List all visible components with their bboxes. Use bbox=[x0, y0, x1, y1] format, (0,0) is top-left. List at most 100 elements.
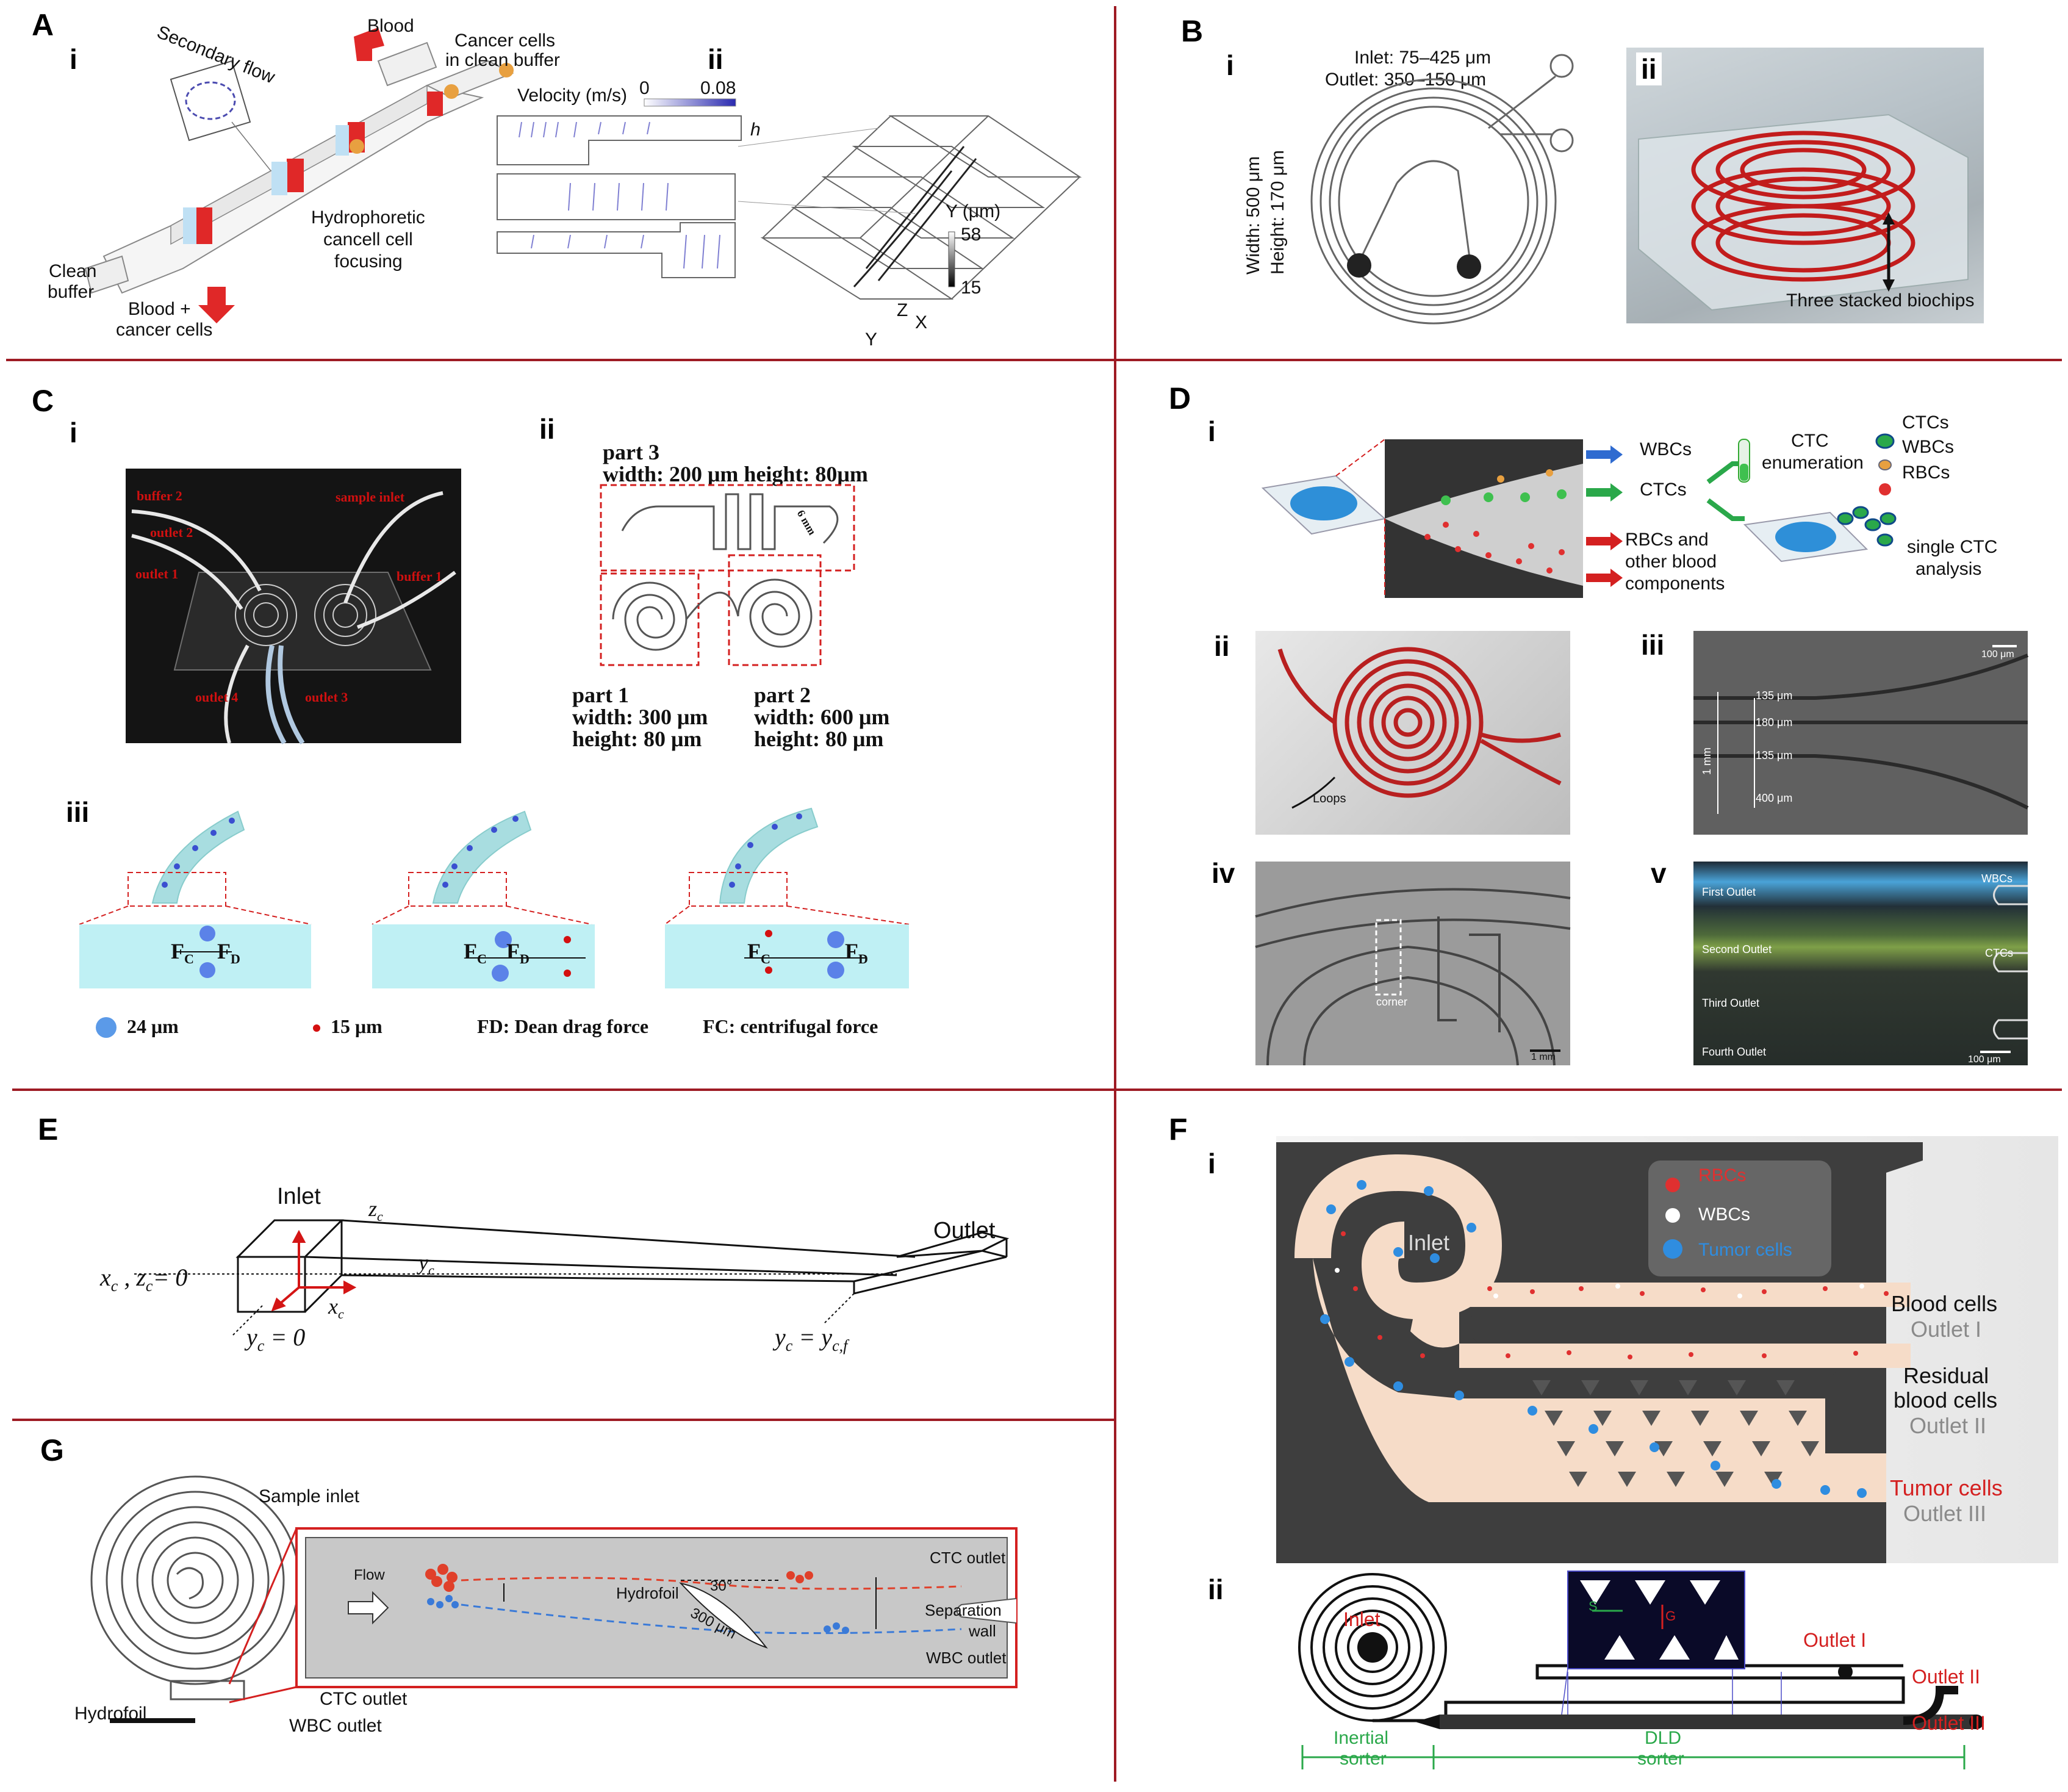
e-channel-diagram bbox=[134, 1219, 1010, 1337]
g-hydrofoil: Hydrofoil bbox=[74, 1704, 147, 1724]
a-velocity-max: 0.08 bbox=[700, 78, 736, 98]
f-residual-2: blood cells bbox=[1894, 1387, 1998, 1412]
c-legend-24um: 24 μm bbox=[127, 1015, 179, 1037]
f-tumor-cells: Tumor cells bbox=[1890, 1475, 2003, 1500]
horizontal-divider-2 bbox=[12, 1089, 2062, 1091]
c-parts-layout bbox=[600, 484, 855, 666]
d-iii-1mm: 1 mm bbox=[1701, 747, 1713, 775]
horizontal-divider-3 bbox=[12, 1419, 1114, 1421]
panel-b-i-label: i bbox=[1226, 49, 1234, 81]
d-ctc-enum-2: enumeration bbox=[1762, 453, 1864, 473]
a-hydro-2: cancell cell bbox=[323, 229, 413, 250]
g-wbc-outlet-in: WBC outlet bbox=[926, 1649, 1007, 1667]
c-legend-15um: 15 μm bbox=[331, 1015, 382, 1037]
d-iii-scale: 100 μm bbox=[1981, 649, 2014, 660]
d-iii-135a: 135 μm bbox=[1756, 689, 1793, 702]
e-yc: yc bbox=[418, 1250, 434, 1278]
panel-c-i-label: i bbox=[70, 417, 77, 448]
panel-f-label: F bbox=[1169, 1112, 1188, 1146]
panel-d-ii-label: ii bbox=[1214, 630, 1230, 662]
c-photo-label-2: outlet 2 bbox=[150, 525, 193, 540]
e-zc: zc bbox=[368, 1196, 383, 1225]
d-v-fourth: Fourth Outlet bbox=[1702, 1046, 1767, 1058]
panel-d-i-label: i bbox=[1208, 416, 1216, 447]
f-ii-o1: Outlet I bbox=[1803, 1629, 1867, 1651]
b-height: Height: 170 μm bbox=[1268, 149, 1288, 275]
f-ii-inertial-2: sorter bbox=[1340, 1749, 1387, 1769]
a-clean-2: buffer bbox=[48, 282, 95, 302]
b-inlet: Inlet: 75–425 μm bbox=[1354, 48, 1492, 68]
f-inlet: Inlet bbox=[1408, 1230, 1450, 1255]
d-v-scale: 100 μm bbox=[1968, 1054, 2001, 1065]
c-part2-w: width: 600 μm bbox=[754, 705, 890, 729]
panel-b-label: B bbox=[1181, 14, 1204, 48]
g-flow: Flow bbox=[354, 1567, 385, 1583]
c-part3-dim: width: 200 μm height: 80μm bbox=[603, 462, 868, 486]
d-leg-wbcs: WBCs bbox=[1902, 437, 1954, 457]
panel-a-channel-diagram bbox=[84, 27, 514, 323]
f-outlet3: Outlet III bbox=[1903, 1501, 1987, 1526]
c-iii-fc-2: FC bbox=[464, 939, 487, 967]
b-stacked: Three stacked biochips bbox=[1786, 290, 1975, 311]
g-sample-inlet: Sample inlet bbox=[259, 1486, 360, 1506]
f-ii-dld-1: DLD bbox=[1645, 1728, 1682, 1748]
c-device-render bbox=[131, 491, 456, 745]
c-photo-label-1: sample inlet bbox=[336, 489, 405, 505]
f-ii-inlet: Inlet bbox=[1343, 1608, 1380, 1630]
c-legend-fc: FC: centrifugal force bbox=[703, 1015, 878, 1037]
c-iii-fd-2: FD bbox=[506, 939, 530, 967]
panel-d-iv-label: iv bbox=[1212, 857, 1235, 889]
c-photo-label-6: outlet 3 bbox=[305, 689, 348, 705]
f-leg-wbcs: WBCs bbox=[1698, 1204, 1750, 1225]
panel-a-ii-label: ii bbox=[708, 43, 723, 75]
f-i-device bbox=[1276, 1142, 1923, 1563]
d-rbc-2: other blood bbox=[1625, 552, 1717, 572]
b-outlet: Outlet: 350–150 μm bbox=[1325, 70, 1487, 90]
b-biochip-render bbox=[1638, 113, 1969, 311]
d-v-fluorescence bbox=[1693, 862, 2028, 1065]
e-xz0: xc , zc= 0 bbox=[100, 1264, 188, 1295]
d-single-2: analysis bbox=[1915, 559, 1982, 579]
c-legend-fd: FD: Dean drag force bbox=[477, 1015, 649, 1037]
d-ctc-enum-1: CTC bbox=[1791, 431, 1829, 451]
a-velocity-sections bbox=[497, 115, 742, 278]
a-y58: 58 bbox=[961, 225, 982, 245]
c-force-diagrams bbox=[79, 807, 910, 988]
d-iii-180: 180 μm bbox=[1756, 716, 1793, 729]
f-ii-layout bbox=[1298, 1571, 1984, 1769]
d-iii-micrograph bbox=[1693, 631, 2028, 835]
e-yc0: yc = 0 bbox=[246, 1323, 306, 1355]
panel-b-ii-label: ii bbox=[1636, 52, 1662, 85]
panel-d-label: D bbox=[1169, 381, 1191, 416]
c-photo-label-4: buffer 1 bbox=[397, 569, 442, 584]
panel-c-ii-label: ii bbox=[539, 413, 555, 445]
a-y15: 15 bbox=[961, 278, 982, 298]
panel-a-label: A bbox=[32, 8, 54, 42]
c-legend-fd-text: D: Dean drag force bbox=[489, 1015, 649, 1037]
a-axis-y: Y bbox=[865, 329, 878, 350]
c-photo-label-3: outlet 1 bbox=[135, 566, 179, 581]
a-cancer-clean-2: in clean buffer bbox=[445, 50, 560, 70]
d-iv-channels bbox=[1255, 888, 1571, 1066]
panel-d-iii-label: iii bbox=[1641, 629, 1665, 661]
a-clean-1: Clean bbox=[49, 261, 97, 281]
c-part1-h: height: 80 μm bbox=[572, 727, 702, 751]
e-outlet: Outlet bbox=[933, 1218, 996, 1243]
a-velocity-label: Velocity (m/s) bbox=[517, 85, 628, 106]
c-part2-h: height: 80 μm bbox=[754, 727, 884, 751]
d-rbc-1: RBCs and bbox=[1625, 530, 1709, 550]
a-bc-1: Blood + bbox=[128, 299, 191, 319]
d-wbcs: WBCs bbox=[1640, 439, 1692, 459]
c-legend-15um-dot bbox=[313, 1024, 320, 1032]
d-ctcs: CTCs bbox=[1640, 480, 1687, 500]
panel-c-iii-label: iii bbox=[66, 796, 90, 828]
f-leg-rbcs: RBCs bbox=[1698, 1165, 1747, 1186]
a-hg: h bbox=[750, 120, 761, 140]
f-outlet1: Outlet I bbox=[1911, 1317, 1982, 1342]
d-iv-scale: 1 mm bbox=[1531, 1052, 1556, 1062]
g-wbc-outlet: WBC outlet bbox=[289, 1716, 382, 1736]
c-legend-24um-dot bbox=[96, 1017, 117, 1038]
d-loops: Loops bbox=[1313, 792, 1346, 805]
a-cancer-clean-1: Cancer cells bbox=[454, 31, 556, 51]
d-iii-400: 400 μm bbox=[1756, 792, 1793, 804]
